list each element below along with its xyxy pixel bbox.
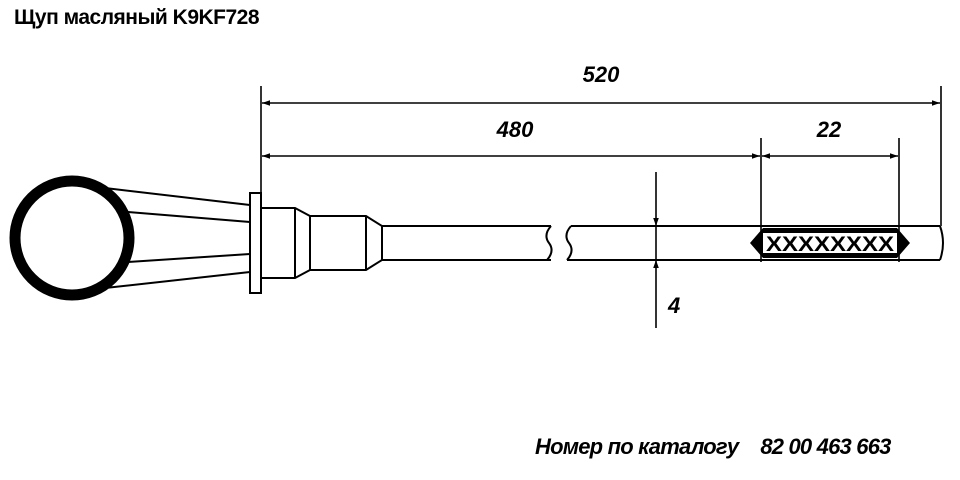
- dimension-marks-zone: 22: [762, 117, 898, 159]
- dimension-to-marks-label: 480: [496, 117, 534, 142]
- level-marks: XXXXXXXX: [766, 233, 894, 256]
- dimension-to-marks: 480: [262, 117, 760, 159]
- dimension-diameter: 4: [653, 172, 680, 328]
- flange: [249, 192, 262, 294]
- handle-arms: [104, 187, 251, 289]
- dimension-overall-label: 520: [583, 62, 620, 87]
- rod: [567, 225, 944, 261]
- drawing-title: Щуп масляный K9KF728: [14, 6, 260, 29]
- dimension-marks-zone-label: 22: [816, 117, 842, 142]
- stopper-body: [261, 207, 551, 279]
- extension-lines: [260, 86, 942, 262]
- dimension-diameter-label: 4: [667, 293, 680, 318]
- catalog-label: Номер по каталогу: [535, 434, 739, 459]
- catalog-number: 82 00 463 663: [760, 434, 891, 459]
- level-marks-zone: XXXXXXXX: [750, 228, 910, 258]
- catalog-number-line: Номер по каталогу 82 00 463 663: [535, 434, 891, 460]
- dimension-overall: 520: [262, 62, 940, 106]
- break-lines: [545, 225, 573, 261]
- handle-ring: [9, 175, 135, 301]
